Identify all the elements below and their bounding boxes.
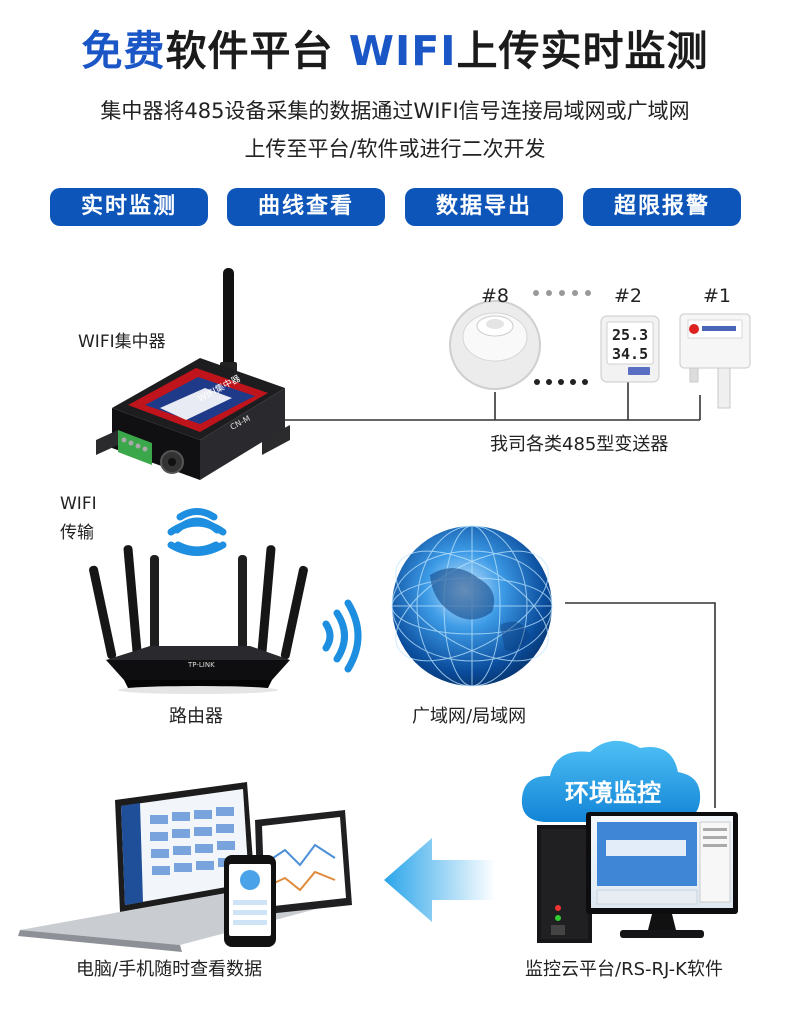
temp-humidity-sensor <box>600 315 660 383</box>
wifi-signal-right-icon <box>322 599 362 673</box>
concentrator-label: WIFI集中器 <box>78 332 166 352</box>
arrow-left-icon <box>384 838 495 922</box>
title-monitor: 上传实时监测 <box>456 27 709 75</box>
connection-lines <box>270 382 716 808</box>
devices-illustration <box>18 782 352 952</box>
subtitle-line2: 上传至平台/软件或进行二次开发 <box>244 137 546 161</box>
router-brand-text: TP-LINK <box>187 661 215 669</box>
router-label: 路由器 <box>169 706 223 727</box>
platform-label: 监控云平台/RS-RJ-K软件 <box>525 959 723 980</box>
cloud-label: 环境监控 <box>565 779 661 807</box>
wifi-transfer-line2: 传输 <box>60 523 94 543</box>
sensor-id-8: #8 <box>481 285 510 307</box>
humidity-reading: 34.5 <box>612 345 648 363</box>
monitoring-pc <box>537 812 738 943</box>
globe-icon <box>391 525 553 687</box>
terminal-block <box>118 430 152 465</box>
feature-alarm: 超限报警 <box>583 188 741 226</box>
temperature-reading: 25.3 <box>612 326 648 344</box>
network-label: 广域网/局域网 <box>412 706 527 727</box>
devices-label: 电脑/手机随时查看数据 <box>76 959 263 980</box>
page-title: 免费软件平台 WIFI上传实时监测 <box>0 22 790 80</box>
sensor-ellipsis-bottom <box>534 379 588 385</box>
subtitle-line1: 集中器将485设备采集的数据通过WIFI信号连接局域网或广域网 <box>100 99 690 123</box>
sensor-ellipsis-top <box>533 290 591 296</box>
cloud-icon <box>521 740 701 822</box>
router-device <box>89 545 308 694</box>
wifi-concentrator-device <box>96 268 290 480</box>
smoke-sensor <box>449 300 541 390</box>
wall-transmitter <box>679 313 751 409</box>
title-wifi: WIFI <box>348 27 457 75</box>
feature-realtime: 实时监测 <box>50 188 208 226</box>
wifi-transfer-line1: WIFI <box>60 494 97 514</box>
wifi-signal-arcs <box>167 508 227 554</box>
sensors-caption: 我司各类485型变送器 <box>490 434 669 455</box>
title-free: 免费 <box>81 27 166 75</box>
feature-export: 数据导出 <box>405 188 563 226</box>
feature-curve: 曲线查看 <box>227 188 385 226</box>
sensor-id-1: #1 <box>703 285 732 307</box>
sensor-id-2: #2 <box>614 285 643 307</box>
title-platform: 软件平台 <box>165 27 349 75</box>
